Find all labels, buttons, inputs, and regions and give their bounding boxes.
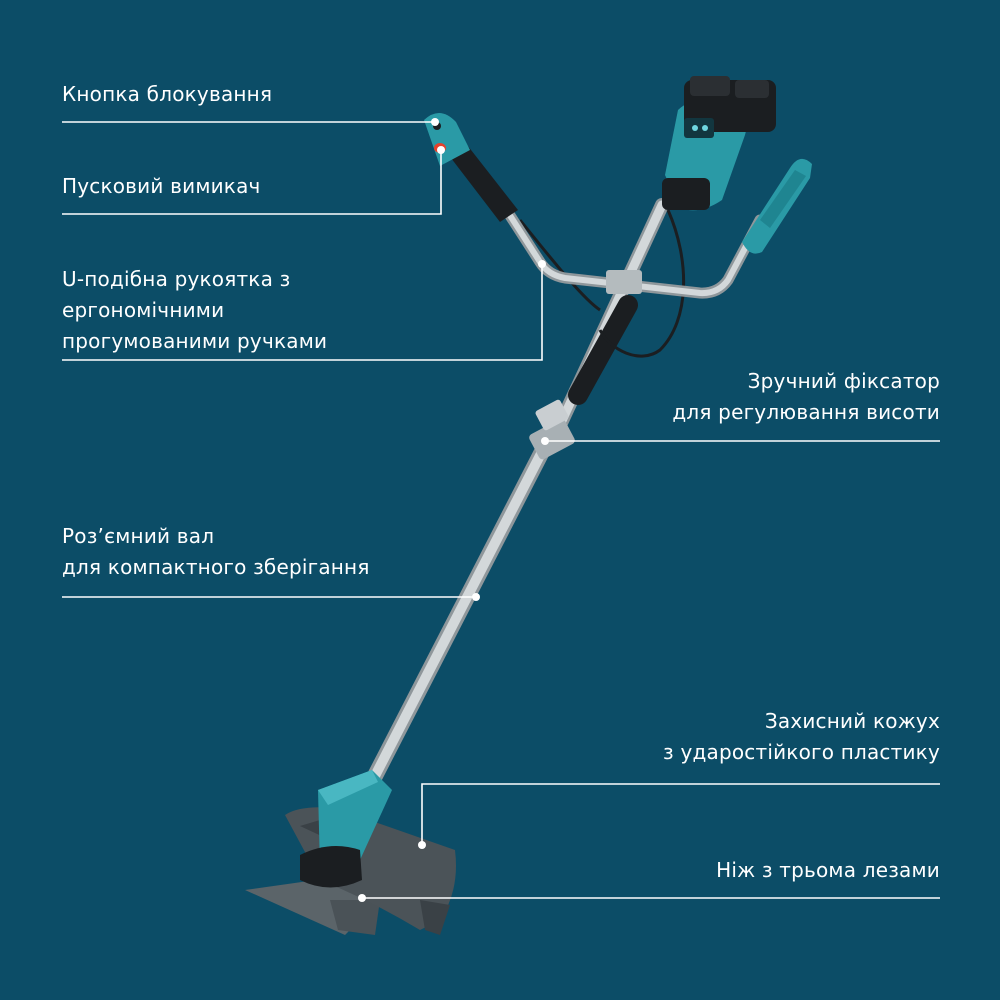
callout-height-lock-line-2: для регулювання висоти [672,400,940,424]
dot-blade [358,894,366,902]
dot-u-handle [538,260,546,268]
callout-shaft-line-1: Роз’ємний вал [62,524,215,548]
shaft [352,198,686,813]
dot-height-lock [541,437,549,445]
callout-shaft-line-2: для компактного зберігання [62,555,370,579]
callout-blade-line-1: Ніж з трьома лезами [716,858,940,882]
callout-dots [358,118,549,902]
u-handle [424,112,812,299]
leader-guard [421,783,940,845]
callout-u-handle: U-подібна рукоятка з ергономічними прогу… [62,264,327,357]
height-lock-clamp [529,399,575,460]
dot-shaft [472,593,480,601]
dot-lock-button [431,118,439,126]
callout-height-lock: Зручний фіксатор для регулювання висоти [672,366,940,428]
callout-u-handle-line-1: U-подібна рукоятка з [62,267,291,291]
callout-guard-line-2: з ударостійкого пластику [663,740,940,764]
callout-lock-button-line-1: Кнопка блокування [62,82,273,106]
callout-u-handle-line-3: прогумованими ручками [62,329,328,353]
callout-trigger-line-1: Пусковий вимикач [62,174,261,198]
callout-guard-line-1: Захисний кожух [764,709,940,733]
callout-lock-button: Кнопка блокування [62,79,272,110]
callout-guard: Захисний кожух з ударостійкого пластику [663,706,940,768]
callout-shaft: Роз’ємний вал для компактного зберігання [62,521,370,583]
leader-u-handle [62,264,543,361]
motor-housing [662,76,776,211]
callout-trigger: Пусковий вимикач [62,171,261,202]
callout-u-handle-line-2: ергономічними [62,298,225,322]
callout-height-lock-line-1: Зручний фіксатор [747,369,940,393]
cutting-head [245,770,456,935]
leader-trigger [62,150,442,215]
callout-blade: Ніж з трьома лезами [716,855,940,886]
dot-trigger [437,146,445,154]
callout-lines [62,121,940,899]
dot-guard [418,841,426,849]
